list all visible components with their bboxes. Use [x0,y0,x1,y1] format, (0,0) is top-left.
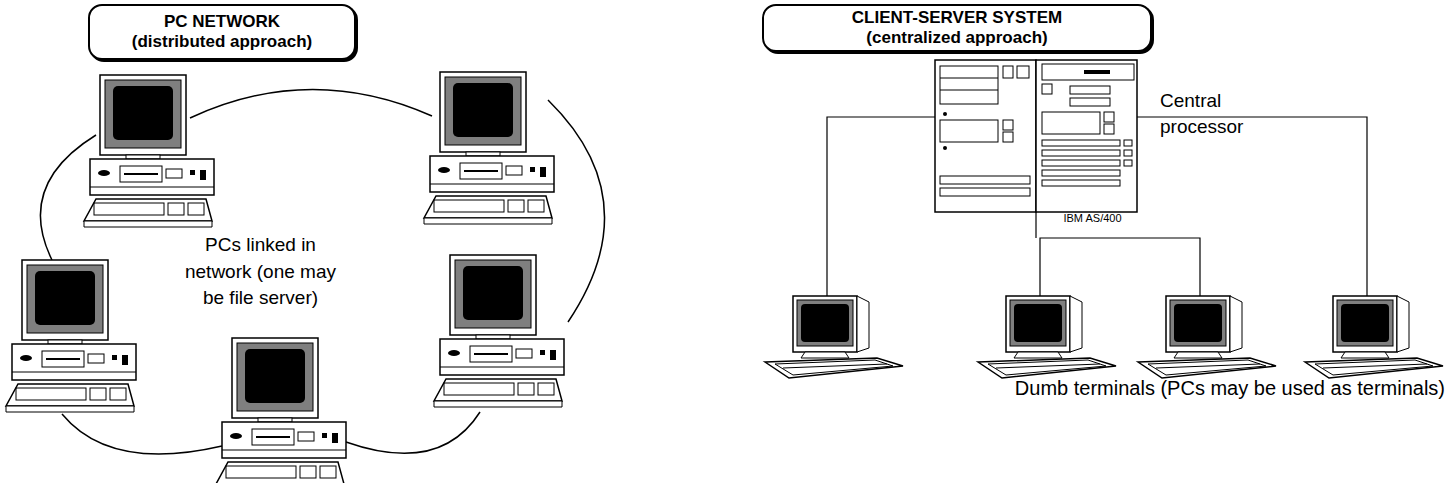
network-cable [40,135,96,260]
pc-icon [434,255,564,407]
network-cable [346,412,480,453]
terminal-icon [1305,296,1443,378]
terminal-icon [1138,296,1276,378]
text-label: Central processor [1160,88,1270,139]
terminal-wire [1035,212,1036,238]
heading-text: PC NETWORK (distributed approach) [125,12,320,51]
terminal-icon [765,296,903,378]
server-icon [935,60,1137,212]
pc-icon [424,72,554,224]
terminal-icon [978,296,1116,378]
heading-box: CLIENT-SERVER SYSTEM (centralized approa… [762,4,1152,52]
heading-text: CLIENT-SERVER SYSTEM (centralized approa… [837,8,1077,47]
network-cable [190,89,432,118]
pc-icon [84,75,214,227]
terminal-wire [827,117,935,296]
network-cable [548,100,605,322]
pc-icon [216,338,346,483]
terminal-wire [1040,238,1200,296]
terminal-wire [1137,117,1367,296]
text-label: Dumb terminals (PCs may be used as termi… [900,376,1445,400]
text-label: PCs linked in network (one may be file s… [178,232,343,312]
heading-box: PC NETWORK (distributed approach) [88,4,356,60]
pc-icon [6,260,136,412]
text-label: IBM AS/400 [1045,212,1140,224]
network-cable [62,414,222,454]
